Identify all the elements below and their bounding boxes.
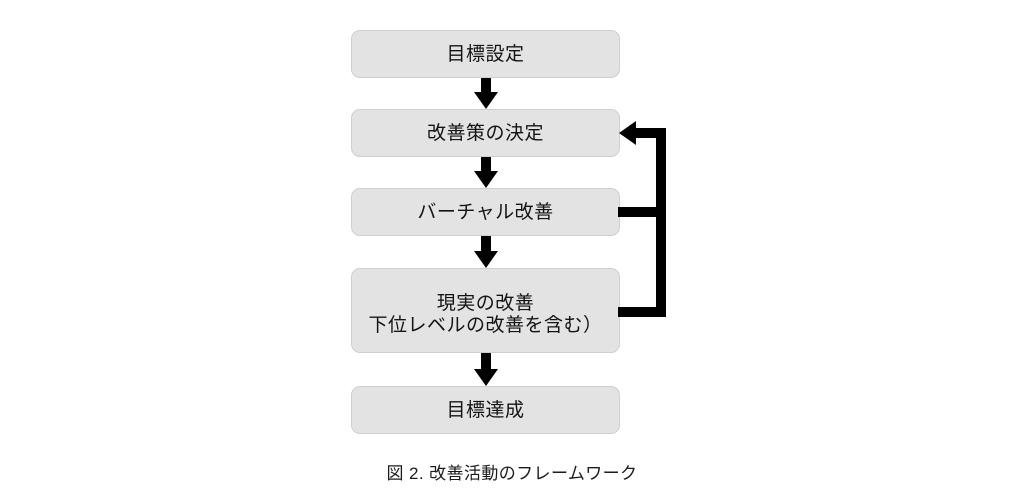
arrow-shaft <box>481 157 491 171</box>
feedback-branch-from-real-improvement <box>618 307 666 317</box>
flow-node-goal-achievement: 目標達成 <box>351 386 620 434</box>
arrow-virtual-improvement-to-real-improvement <box>474 236 498 268</box>
figure-caption: 図 2. 改善活動のフレームワーク <box>386 464 638 483</box>
arrow-shaft <box>481 78 491 92</box>
feedback-arrowhead-into-decide-measures <box>619 121 636 145</box>
arrow-decide-measures-to-virtual-improvement <box>474 157 498 188</box>
arrow-shaft <box>481 236 491 251</box>
flow-node-decide-measures-label: 改善策の決定 <box>426 122 544 144</box>
arrow-real-improvement-to-goal-achievement <box>474 353 498 386</box>
flow-node-decide-measures: 改善策の決定 <box>351 109 620 157</box>
feedback-trunk-vertical <box>656 128 666 317</box>
arrow-head <box>474 251 498 268</box>
flow-node-real-improvement: 現実の改善 下位レベルの改善を含む） <box>351 268 620 353</box>
arrow-head <box>474 369 498 386</box>
flow-node-goal-setting: 目標設定 <box>351 30 620 78</box>
feedback-branch-from-virtual-improvement <box>618 207 666 217</box>
flow-node-virtual-improvement-label: バーチャル改善 <box>417 201 554 223</box>
feedback-run-into-decide-measures <box>634 128 666 138</box>
flow-node-virtual-improvement: バーチャル改善 <box>351 188 620 236</box>
arrow-shaft <box>481 353 491 369</box>
flow-node-real-improvement-label-line1: 現実の改善 <box>436 292 535 314</box>
flow-node-goal-setting-label: 目標設定 <box>446 43 525 65</box>
flow-node-goal-achievement-label: 目標達成 <box>446 399 525 421</box>
arrow-head <box>474 92 498 109</box>
arrow-head <box>474 171 498 188</box>
arrow-goal-setting-to-decide-measures <box>474 78 498 109</box>
